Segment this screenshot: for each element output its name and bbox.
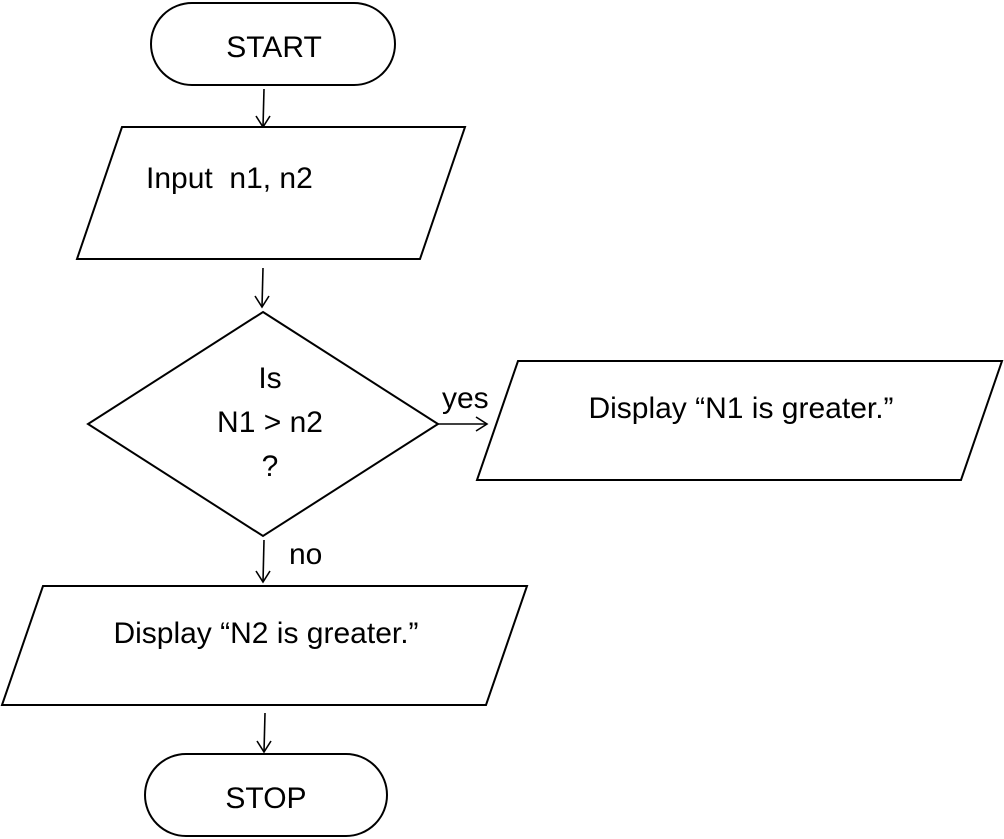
input-node: Input n1, n2 <box>75 126 467 260</box>
arrow-no-branch: no <box>255 538 322 584</box>
decision-node-shape <box>86 310 440 538</box>
display-n1-node-label: Display “N1 is greater.” <box>588 392 893 425</box>
display-n2-node: Display “N2 is greater.” <box>0 585 529 706</box>
decision-label-line1: Is <box>258 362 281 395</box>
display-n2-node-label: Display “N2 is greater.” <box>113 617 418 650</box>
stop-terminal-label: STOP <box>225 782 306 815</box>
start-terminal-label: START <box>226 31 322 64</box>
input-node-label: Input n1, n2 <box>146 162 313 195</box>
stop-terminal: STOP <box>144 753 388 837</box>
decision-label-line3: ? <box>262 450 279 483</box>
stop-terminal-shape <box>144 753 388 837</box>
decision-label-line2: N1 > n2 <box>217 406 323 439</box>
arrow-start-to-input <box>255 88 271 129</box>
decision-node: Is N1 > n2 ? <box>86 310 440 538</box>
input-node-shape <box>75 126 467 260</box>
start-terminal: START <box>150 2 396 86</box>
arrow-yes-branch: yes <box>438 382 489 432</box>
no-branch-label: no <box>289 538 322 571</box>
yes-branch-label: yes <box>442 382 489 415</box>
start-terminal-shape <box>150 2 396 86</box>
arrow-display-to-stop <box>256 712 272 754</box>
display-n1-node: Display “N1 is greater.” <box>475 360 1004 481</box>
arrow-input-to-decision <box>254 267 270 309</box>
display-n1-node-shape <box>475 360 1004 481</box>
display-n2-node-shape <box>0 585 529 706</box>
